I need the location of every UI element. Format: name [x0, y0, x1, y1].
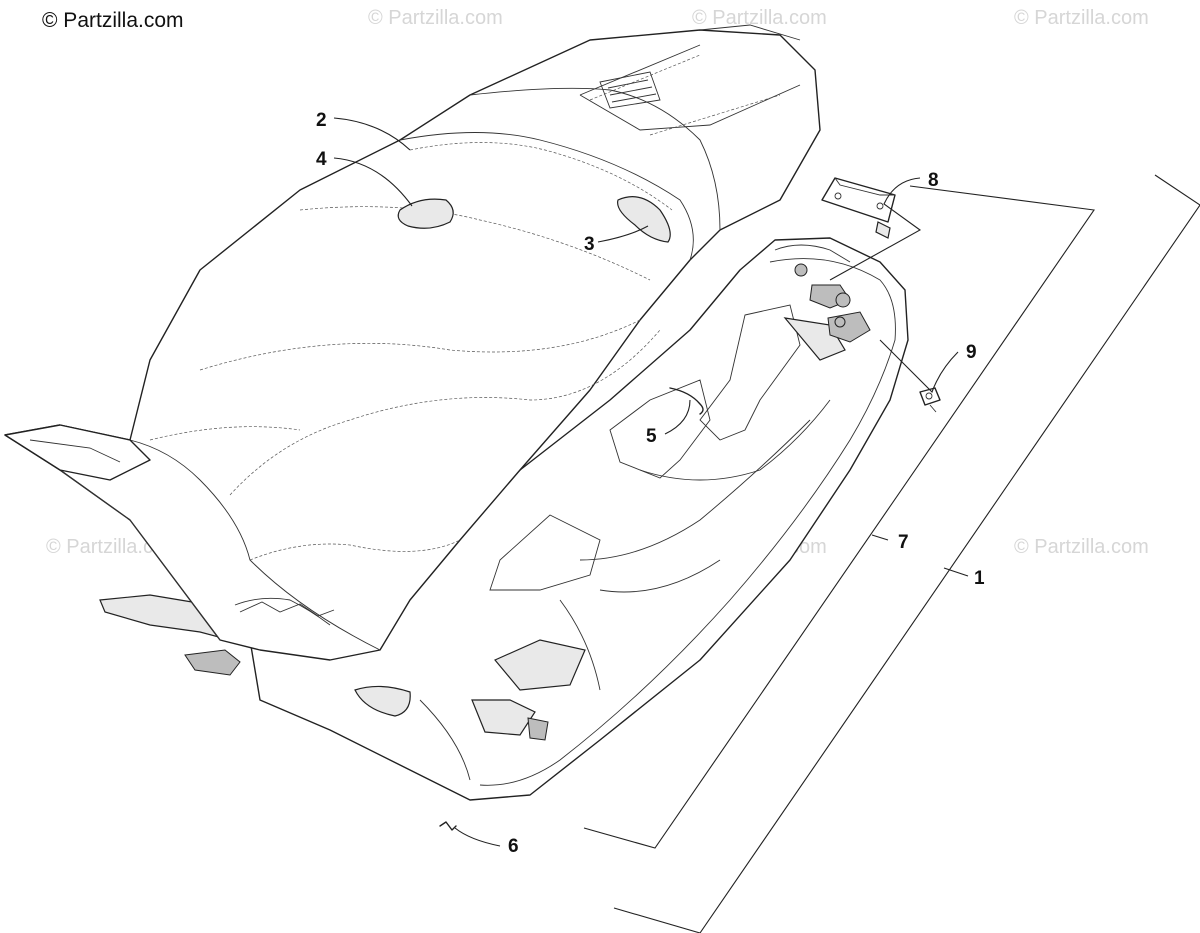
strip-part-5 — [669, 387, 704, 415]
watermark: © Partzilla.com — [1014, 7, 1149, 29]
callout-3: 3 — [584, 234, 595, 255]
callout-6: 6 — [508, 836, 519, 857]
leader-4 — [333, 157, 413, 207]
patch-part-3 — [617, 196, 671, 243]
group-bracket-1 — [613, 174, 1200, 933]
leader-5 — [664, 399, 691, 435]
callout-9: 9 — [966, 342, 977, 363]
watermark: © Partzilla.com — [1014, 536, 1149, 558]
patch-part-4 — [397, 198, 454, 229]
fastener-part-9 — [919, 387, 941, 413]
leader-1 — [943, 567, 969, 577]
callout-8: 8 — [928, 170, 939, 191]
group-bracket-7 — [583, 185, 1095, 849]
callout-7: 7 — [898, 532, 909, 553]
watermark: © Partzilla.com — [368, 7, 503, 29]
clip-part-6 — [439, 821, 457, 831]
leader-6 — [454, 827, 501, 847]
leader-9 — [879, 339, 959, 393]
callout-4: 4 — [316, 149, 327, 170]
callout-1: 1 — [974, 568, 985, 589]
leader-2 — [333, 117, 411, 151]
callout-5: 5 — [646, 426, 657, 447]
callout-2: 2 — [316, 110, 327, 131]
brand-watermark: © Partzilla.com — [42, 9, 184, 32]
leader-7 — [871, 534, 889, 541]
leader-8 — [829, 177, 922, 281]
leader-3 — [597, 225, 649, 243]
bracket-part-8 — [821, 177, 896, 239]
watermark: © Partzilla.com — [692, 7, 827, 29]
seat-cover-part — [4, 24, 821, 661]
